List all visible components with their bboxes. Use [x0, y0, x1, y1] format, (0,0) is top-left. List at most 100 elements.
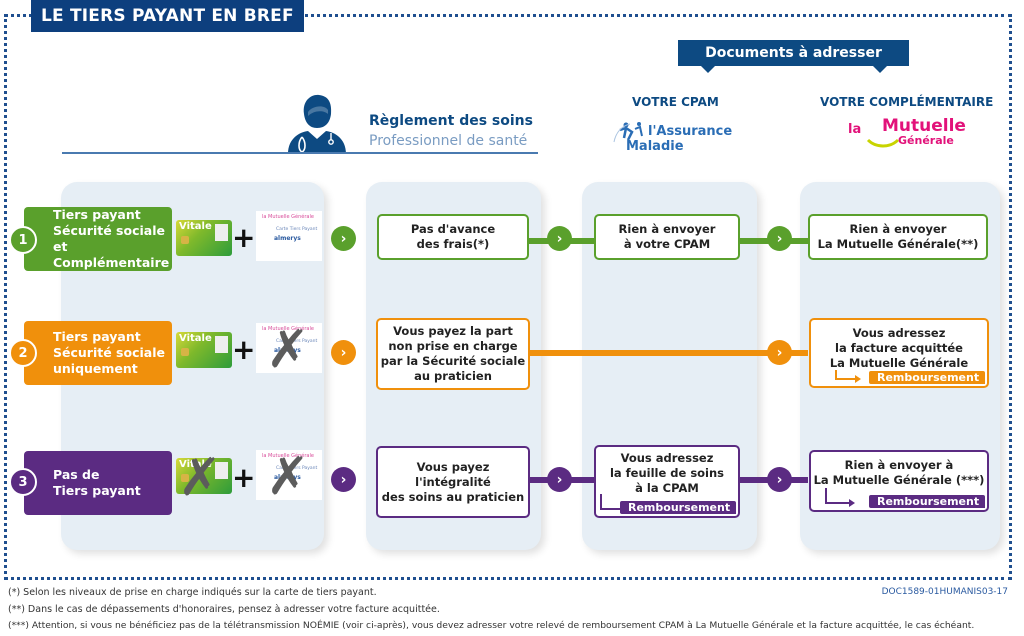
- row1-complementaire-line: La Mutuelle Générale(**): [817, 237, 979, 251]
- row2-label: Tiers payant Sécurité sociale uniquement: [24, 321, 172, 385]
- tp-card-text: Carte Tiers Payant: [276, 339, 318, 344]
- row3-cpam-box: Vous adressez la feuille de soins à la C…: [594, 445, 740, 518]
- row1-arrow-icon-3: ›: [767, 226, 792, 251]
- vitale-photo: [215, 224, 228, 241]
- row3-label-text: Pas de Tiers payant: [53, 467, 141, 499]
- row2-complementaire-box: Vous adressez la facture acquittée La Mu…: [809, 318, 989, 388]
- row2-plus: +: [232, 333, 256, 366]
- vitale-label: Vitale: [179, 459, 212, 470]
- document-reference: DOC1589-01HUMANIS03-17: [881, 587, 1008, 597]
- row3-vitale-card: Vitale: [176, 458, 232, 494]
- row3-tp-card-cross-icon: ✗: [266, 447, 310, 507]
- cpam-heading: VOTRE CPAM: [632, 95, 719, 109]
- row2-label-line: uniquement: [53, 361, 138, 376]
- row3-plus: +: [232, 461, 256, 494]
- vitale-chip: [181, 474, 189, 482]
- row3-remboursement-badge: Remboursement: [869, 495, 985, 508]
- row3-arrow-icon-3: ›: [767, 467, 792, 492]
- mg-logo-mutuelle: Mutuelle: [882, 116, 966, 136]
- row2-tiers-payant-card: la Mutuelle Générale Carte Tiers Payant …: [256, 323, 322, 373]
- row3-remboursement-arrow-icon: [825, 488, 855, 507]
- row1-tiers-payant-card: la Mutuelle Générale Carte Tiers Payant …: [256, 211, 322, 261]
- row2-label-line: Tiers payant: [53, 329, 141, 344]
- row2-connector: [528, 350, 808, 356]
- row3-cpam-remboursement-arrow-icon: [600, 494, 626, 513]
- row1-label: Tiers payant Sécurité sociale et Complém…: [24, 207, 172, 271]
- row3-cpam-line: Vous adressez: [620, 451, 714, 465]
- row1-complementaire-line: Rien à envoyer: [849, 222, 947, 236]
- row1-reglement-line: des frais(*): [416, 237, 490, 251]
- row3-cpam-line: à la CPAM: [635, 481, 699, 495]
- row3-complementaire-line: La Mutuelle Générale (***): [813, 473, 985, 487]
- tp-card-text: Carte Tiers Payant: [276, 466, 318, 471]
- row2-reglement-line: non prise en charge: [388, 339, 518, 353]
- row3-arrow-icon-2: ›: [547, 467, 572, 492]
- row1-arrow-icon-1: ›: [331, 226, 356, 251]
- row3-label-line: Pas de: [53, 467, 100, 482]
- row3-complementaire-box: Rien à envoyer à La Mutuelle Générale (*…: [809, 450, 989, 512]
- mg-logo-generale: Générale: [898, 134, 954, 147]
- vitale-photo: [215, 336, 228, 353]
- row2-tp-card-cross-icon: ✗: [266, 320, 310, 380]
- row1-number: 1: [9, 226, 37, 254]
- tp-card-almerys: almerys: [274, 474, 301, 481]
- row2-complementaire-line: Vous adressez: [852, 326, 946, 340]
- vitale-chip: [181, 348, 189, 356]
- mg-logo-smile-icon: [866, 138, 900, 148]
- row1-arrow-icon-2: ›: [547, 226, 572, 251]
- row3-complementaire-line: Rien à envoyer à: [844, 458, 954, 472]
- header-divider: [62, 152, 538, 154]
- banner-pointer-complementaire: [873, 66, 887, 73]
- doctor-icon: [288, 94, 346, 154]
- row2-label-line: Sécurité sociale: [53, 345, 165, 360]
- row1-label-text: Tiers payant Sécurité sociale et Complém…: [53, 207, 172, 271]
- row1-label-line: Tiers payant: [53, 207, 141, 222]
- row3-reglement-line: Vous payez l'intégralité: [415, 459, 491, 489]
- reglement-title: Règlement des soins: [369, 113, 533, 129]
- mg-logo-la: la: [848, 122, 862, 137]
- row2-complementaire-line: la facture acquittée: [835, 341, 963, 355]
- assurance-maladie-figures-icon: [613, 122, 643, 143]
- row2-arrow-icon-1: ›: [331, 340, 356, 365]
- infographic-frame: [4, 14, 1012, 580]
- row2-label-text: Tiers payant Sécurité sociale uniquement: [53, 329, 165, 377]
- tp-card-brand: la Mutuelle Générale: [262, 326, 314, 332]
- row3-cpam-remboursement-badge: Remboursement: [620, 501, 736, 514]
- row3-arrow-icon-1: ›: [331, 467, 356, 492]
- footnote-2: (**) Dans le cas de dépassements d'honor…: [8, 604, 440, 615]
- row2-complementaire-line: La Mutuelle Générale: [829, 356, 969, 370]
- vitale-label: Vitale: [179, 221, 212, 232]
- page-title: LE TIERS PAYANT EN BREF: [31, 0, 304, 32]
- banner-pointer-cpam: [701, 66, 715, 73]
- tp-card-brand: la Mutuelle Générale: [262, 214, 314, 220]
- row1-vitale-card: Vitale: [176, 220, 232, 256]
- vitale-label: Vitale: [179, 333, 212, 344]
- row3-tiers-payant-card: la Mutuelle Générale Carte Tiers Payant …: [256, 450, 322, 500]
- row1-label-line: Complémentaire: [53, 255, 170, 270]
- row2-reglement-line: au praticien: [414, 369, 492, 383]
- assurance-maladie-logo: l'Assurance Maladie: [612, 120, 732, 156]
- row3-cpam-line: la feuille de soins: [609, 466, 725, 480]
- tp-card-almerys: almerys: [274, 347, 301, 354]
- vitale-photo: [215, 462, 228, 479]
- row1-label-line: Sécurité sociale et: [53, 223, 165, 254]
- documents-banner: Documents à adresser: [678, 40, 909, 66]
- row3-label-line: Tiers payant: [53, 483, 141, 498]
- row3-number: 3: [9, 468, 37, 496]
- complementaire-heading: VOTRE COMPLÉMENTAIRE: [820, 95, 994, 109]
- footnote-1: (*) Selon les niveaux de prise en charge…: [8, 587, 377, 598]
- tp-card-almerys: almerys: [274, 235, 301, 242]
- row1-plus: +: [232, 221, 256, 254]
- row2-reglement-line: par la Sécurité sociale: [380, 354, 526, 368]
- row2-reglement-line: Vous payez la part: [393, 324, 513, 338]
- row1-cpam-line: à votre CPAM: [623, 237, 711, 251]
- row2-remboursement-badge: Remboursement: [869, 371, 985, 384]
- footnote-3: (***) Attention, si vous ne bénéficiez p…: [8, 620, 975, 631]
- row3-label: Pas de Tiers payant: [24, 451, 172, 515]
- row3-vitale-cross-icon: ✗: [178, 448, 222, 508]
- row2-remboursement-arrow-icon: [835, 370, 861, 383]
- row1-reglement-line: Pas d'avance: [410, 222, 496, 236]
- row1-cpam-line: Rien à envoyer: [618, 222, 716, 236]
- reglement-subtitle: Professionnel de santé: [369, 133, 528, 149]
- row1-complementaire-box: Rien à envoyer La Mutuelle Générale(**): [808, 214, 988, 260]
